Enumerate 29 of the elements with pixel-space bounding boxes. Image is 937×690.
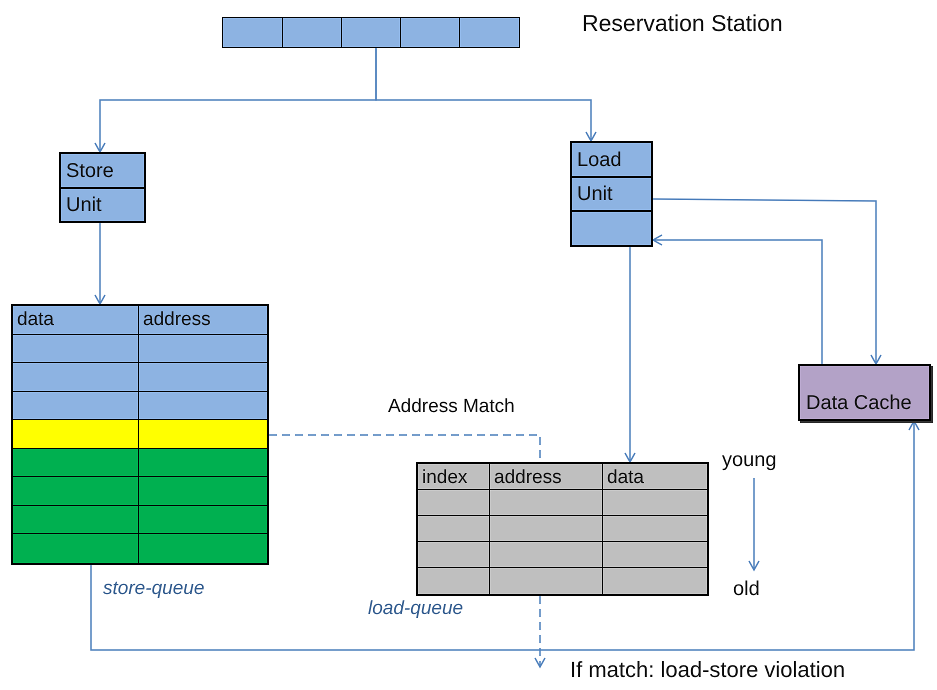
cache-label: Data Cache — [806, 392, 912, 415]
component-label: Reservation Station — [582, 10, 783, 37]
unit-label: Unit — [66, 194, 102, 216]
store-unit-box — [59, 152, 146, 223]
unit-label: Store — [66, 160, 114, 183]
column-header: address — [143, 309, 211, 331]
queue-caption: store-queue — [103, 578, 204, 600]
column-header: index — [422, 467, 468, 489]
data-cache-box — [798, 364, 931, 421]
arrow — [375, 48, 597, 142]
dashed-arrow — [534, 596, 546, 668]
violation-note: If match: load-store violation — [570, 657, 846, 683]
arrow — [652, 234, 823, 364]
direction-label: young — [722, 449, 776, 472]
direction-label: old — [733, 578, 760, 601]
column-header: data — [607, 467, 644, 489]
queue-caption: load-queue — [368, 598, 464, 620]
arrow — [90, 420, 920, 651]
column-header: address — [494, 467, 562, 489]
unit-label: Load — [577, 149, 622, 172]
arrow — [94, 223, 106, 305]
column-header: data — [17, 309, 54, 331]
arrow — [653, 198, 882, 365]
store-queue-table — [11, 304, 269, 565]
arrow — [624, 247, 636, 463]
unit-label: Unit — [577, 183, 613, 206]
load-queue-table — [416, 462, 709, 596]
reservation-station-entries — [222, 17, 520, 48]
load-unit-box — [570, 141, 653, 247]
